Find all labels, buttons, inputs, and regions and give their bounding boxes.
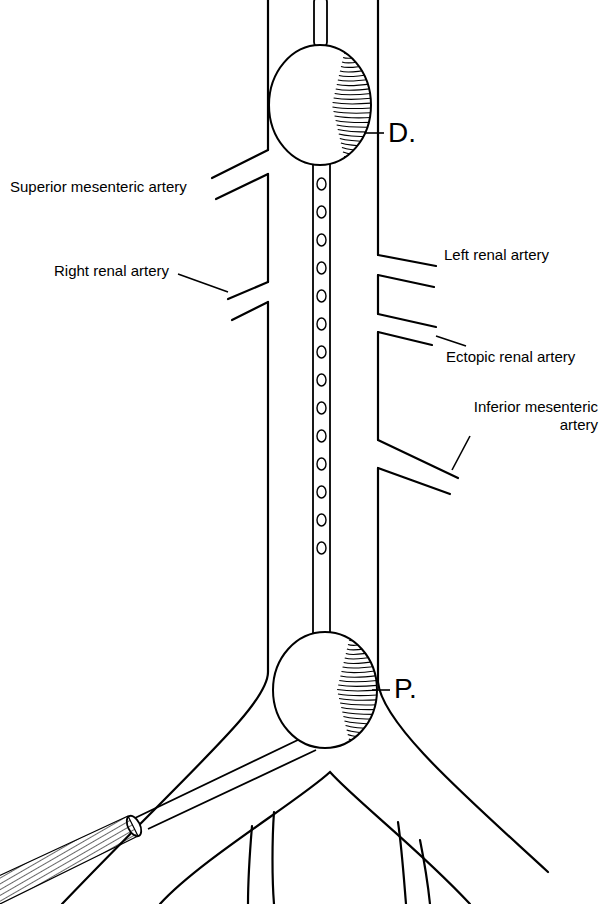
part-label: Superior mesenteric artery (8, 178, 189, 196)
ectopic-renal-artery (378, 314, 436, 345)
side-hole (317, 402, 326, 414)
leader-lines (178, 133, 470, 690)
shade-stroke (339, 699, 385, 701)
balloon-shading (332, 48, 380, 162)
shade-stroke (344, 48, 380, 54)
shade-stroke (338, 694, 385, 696)
shade-stroke (339, 680, 385, 682)
shade-stroke (349, 739, 385, 744)
aorta-right-wall (378, 0, 548, 872)
leader-line (452, 436, 470, 470)
side-hole (317, 486, 326, 498)
internal-iliac-left (248, 812, 274, 904)
side-hole (317, 542, 326, 554)
side-hole (317, 234, 326, 246)
side-hole (317, 346, 326, 358)
shade-stroke (335, 116, 380, 118)
catheter-shaft (313, 160, 330, 636)
shade-stroke (343, 152, 380, 157)
side-hole (317, 514, 326, 526)
side-hole (317, 178, 326, 190)
side-hole (317, 290, 326, 302)
shade-stroke (342, 712, 385, 714)
shade-stroke (344, 721, 385, 724)
left-renal-artery (378, 255, 436, 287)
shade-stroke (332, 107, 380, 109)
callout-letter: P. (392, 672, 419, 706)
shade-stroke (340, 139, 380, 142)
catheter-tip (314, 0, 327, 48)
shade-stroke (338, 130, 380, 133)
shade-stroke (333, 102, 380, 104)
shade-stroke (347, 730, 385, 734)
shade-stroke (335, 92, 380, 94)
shade-stroke (348, 640, 385, 646)
shade-stroke (334, 97, 380, 99)
shade-stroke (344, 660, 385, 664)
shade-stroke (341, 63, 380, 68)
shade-stroke (339, 73, 380, 77)
shade-stroke (343, 665, 385, 668)
shade-stroke (340, 675, 385, 678)
shade-stroke (339, 134, 380, 137)
shade-stroke (338, 78, 380, 82)
side-hole (317, 318, 326, 330)
shade-stroke (340, 68, 380, 72)
leader-line (436, 336, 466, 346)
shade-stroke (343, 53, 380, 59)
superior-mesenteric-artery (212, 150, 268, 199)
distal-balloon (269, 45, 371, 165)
shade-stroke (340, 703, 385, 705)
shade-stroke (341, 670, 385, 673)
shade-stroke (349, 635, 385, 641)
side-hole (317, 458, 326, 470)
shade-stroke (342, 58, 380, 63)
internal-iliac-right (398, 822, 430, 904)
side-hole (317, 262, 326, 274)
side-hole (317, 206, 326, 218)
shade-stroke (345, 655, 385, 659)
vessel-walls (62, 0, 548, 904)
shade-stroke (342, 148, 380, 152)
shade-stroke (336, 87, 380, 90)
iliac-inner-walls (160, 772, 470, 904)
side-hole (317, 430, 326, 442)
shade-stroke (344, 157, 380, 162)
catheter-shaft-lower (135, 738, 316, 829)
inferior-mesenteric-artery (378, 440, 458, 494)
shade-stroke (347, 645, 385, 650)
shade-stroke (341, 143, 380, 147)
shade-stroke (334, 112, 380, 114)
shade-stroke (337, 82, 380, 85)
sheath (0, 816, 138, 904)
right-renal-artery (228, 282, 268, 320)
part-label: Ectopic renal artery (444, 348, 577, 366)
side-hole (317, 374, 326, 386)
part-label: Inferior mesenteric artery (450, 398, 600, 434)
part-label: Left renal artery (442, 246, 551, 264)
shade-stroke (338, 684, 385, 686)
balloons (269, 45, 385, 748)
shade-stroke (346, 650, 385, 655)
shade-stroke (348, 735, 385, 740)
callout-letter: D. (386, 116, 418, 150)
part-label: Right renal artery (52, 262, 171, 280)
shade-stroke (337, 125, 380, 127)
leader-line (372, 689, 390, 691)
leader-line (364, 132, 384, 134)
shade-stroke (341, 708, 385, 710)
shade-stroke (336, 121, 380, 123)
shade-stroke (343, 717, 385, 720)
catheter-holes (317, 178, 326, 554)
shade-stroke (346, 726, 385, 730)
leader-line (178, 274, 228, 292)
